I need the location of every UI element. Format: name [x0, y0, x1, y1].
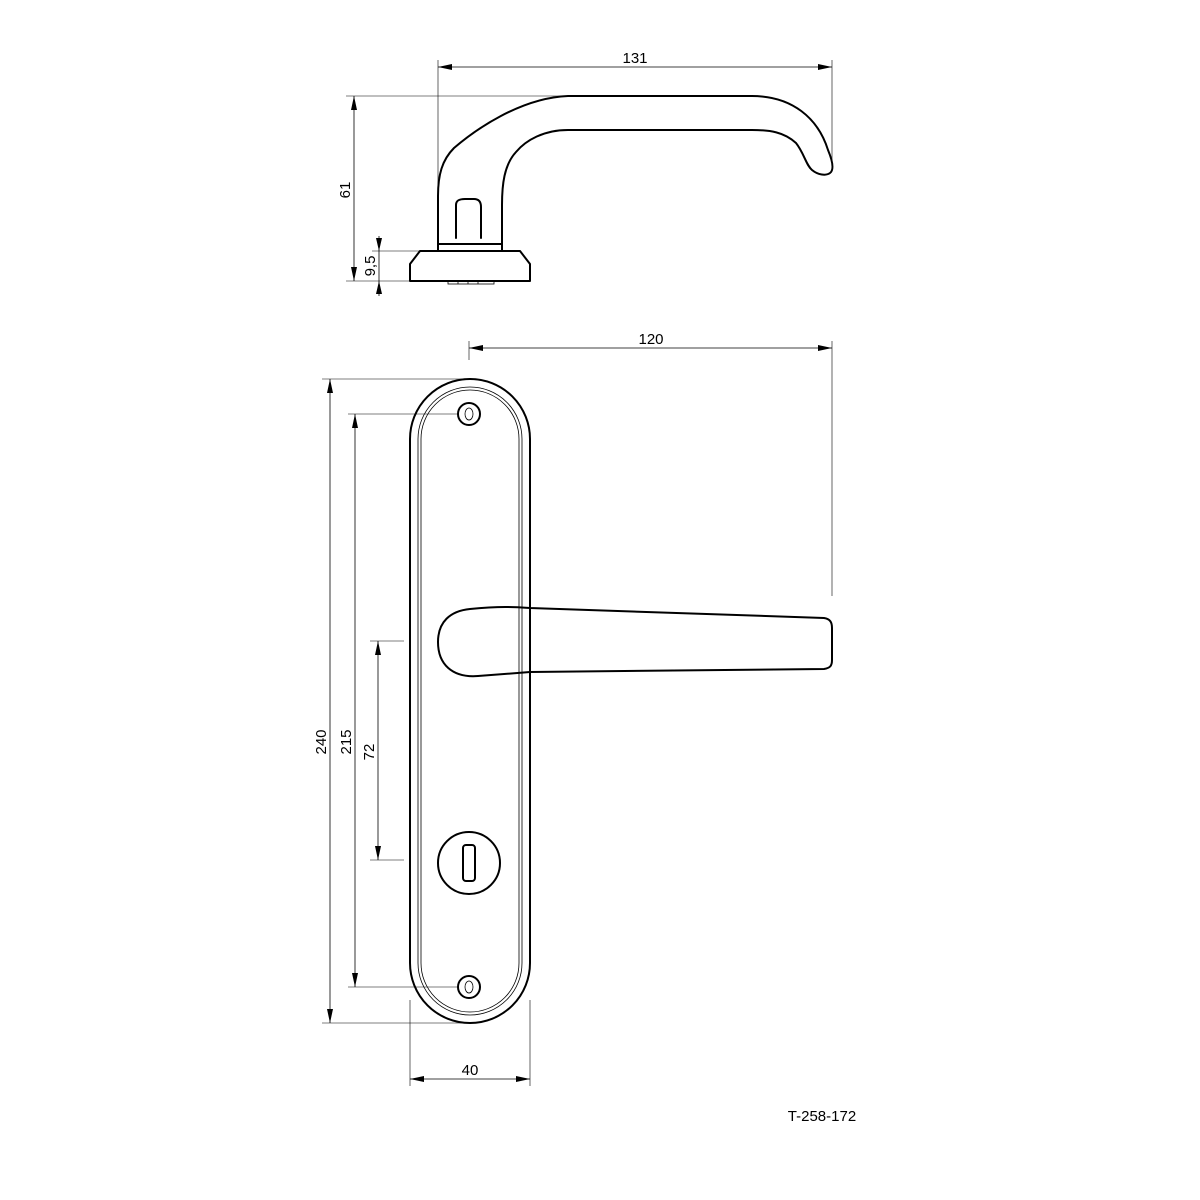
- dim-120: 120: [468, 331, 833, 596]
- side-handle-outline: [437, 95, 834, 245]
- dim-40-label: 40: [462, 1062, 479, 1079]
- dim-240-label: 240: [313, 729, 330, 754]
- side-spindle: [447, 280, 495, 285]
- dim-131: 131: [437, 50, 833, 190]
- dim-9-5-label: 9,5: [362, 256, 379, 277]
- dim-72-label: 72: [361, 744, 378, 761]
- dim-72: 72: [361, 640, 404, 861]
- top-screw-icon: [457, 402, 481, 426]
- dim-215: 215: [338, 413, 458, 988]
- backplate-inner-2: [420, 389, 520, 1013]
- dim-215-label: 215: [338, 729, 355, 754]
- dim-61: 61: [337, 95, 568, 282]
- dim-240: 240: [313, 378, 470, 1024]
- front-lever: [437, 606, 833, 678]
- dim-131-label: 131: [622, 50, 647, 67]
- dim-120-label: 120: [638, 331, 663, 348]
- front-view: [409, 378, 833, 1024]
- dim-40: 40: [409, 1000, 531, 1086]
- side-view: [409, 95, 834, 285]
- bottom-screw-icon: [457, 975, 481, 999]
- backplate-inner: [417, 386, 523, 1016]
- privacy-turn-icon: [437, 831, 501, 895]
- dim-61-label: 61: [337, 182, 354, 199]
- product-code: T-258-172: [788, 1108, 856, 1125]
- dim-9-5: 9,5: [362, 236, 420, 296]
- backplate-outer: [409, 378, 531, 1024]
- side-rose-cap: [437, 243, 503, 252]
- side-stem-slot: [455, 198, 482, 239]
- side-rose-base: [409, 250, 531, 282]
